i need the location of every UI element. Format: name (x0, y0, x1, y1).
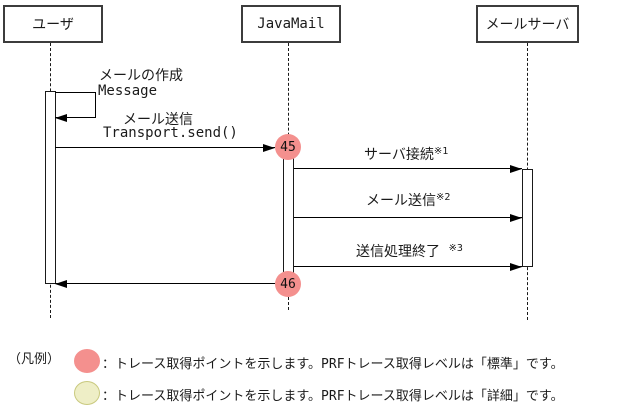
label-server-connect-note: ※1 (433, 146, 449, 157)
label-message-class: Message (98, 83, 158, 99)
label-send-finish-text: 送信処理終了 (356, 244, 449, 260)
arrow-mail-send (294, 214, 522, 222)
legend-title: （凡例） (8, 352, 61, 367)
arrowhead-right-icon (263, 144, 275, 152)
actor-mailserver: メールサーバ (476, 5, 579, 43)
label-send-finish-note: ※3 (448, 243, 463, 254)
self-message-vertical-line (95, 92, 96, 118)
legend-item-standard: ：トレース取得ポイントを示します。PRFトレース取得レベルは「標準」です。 (102, 357, 564, 372)
label-transport-send: Transport.send() (103, 125, 238, 141)
label-send-finish: 送信処理終了 ※3 (356, 241, 463, 261)
trace-point-45-number: 45 (280, 139, 296, 155)
arrowhead-left-icon (55, 280, 67, 288)
actor-user-label: ユーザ (32, 17, 74, 33)
self-message-return-line (55, 114, 96, 122)
label-server-connect: サーバ接続※1 (364, 144, 448, 164)
label-mail-send-note: ※2 (436, 192, 451, 203)
legend-standard-trace-icon (74, 349, 100, 373)
arrow-server-connect (294, 165, 522, 173)
activation-user (45, 91, 56, 284)
arrowhead-left-icon (55, 114, 67, 122)
legend-detail-trace-icon (74, 381, 100, 405)
arrowhead-right-icon (510, 263, 522, 271)
actor-javamail-label: JavaMail (257, 16, 325, 32)
activation-mailserver (522, 169, 533, 267)
actor-user: ユーザ (3, 5, 103, 43)
arrowhead-right-icon (510, 165, 522, 173)
actor-javamail: JavaMail (241, 5, 341, 43)
label-send-mail: メール送信 (123, 112, 193, 128)
legend-item-detail: ：トレース取得ポイントを示します。PRFトレース取得レベルは「詳細」です。 (102, 389, 564, 404)
trace-point-45: 45 (275, 134, 301, 160)
actor-mailserver-label: メールサーバ (485, 17, 570, 33)
arrow-send-mail (55, 144, 275, 152)
arrowhead-right-icon (510, 214, 522, 222)
arrow-return-user (55, 280, 275, 288)
arrow-send-finish (294, 263, 522, 271)
trace-point-46: 46 (275, 271, 301, 297)
label-mail-send: メール送信※2 (366, 190, 450, 210)
label-server-connect-text: サーバ接続 (364, 147, 434, 163)
self-message-top-line (55, 92, 96, 93)
trace-point-46-number: 46 (280, 276, 296, 292)
label-mail-send-text: メール送信 (366, 193, 436, 209)
activation-javamail (283, 147, 294, 284)
label-create-mail: メールの作成 (99, 68, 183, 84)
